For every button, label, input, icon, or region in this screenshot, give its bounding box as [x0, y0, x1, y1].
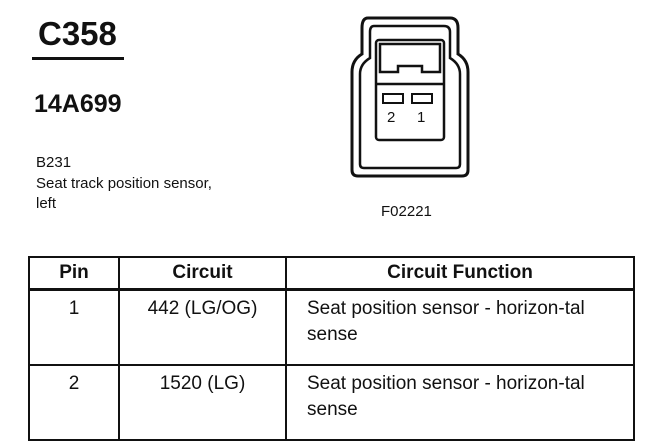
component-code: B231 — [36, 154, 72, 171]
part-number: 14A699 — [34, 90, 122, 118]
table-row: 1 442 (LG/OG) Seat position sensor - hor… — [28, 288, 635, 366]
connector-id-underline — [32, 57, 124, 60]
connector-housing-inner — [358, 24, 462, 170]
function-cell: Seat position sensor - horizon-tal sense — [285, 364, 635, 441]
table-header-row: Pin Circuit Circuit Function — [28, 256, 635, 291]
component-description: Seat track position sensor, left — [36, 175, 212, 212]
pin-label-1: 1 — [417, 109, 425, 126]
pin-cavity-2 — [382, 93, 404, 104]
connector-id: C358 — [38, 15, 117, 52]
terminal-body — [374, 38, 446, 142]
connector-face-diagram: 2 1 — [350, 16, 470, 178]
circuit-cell: 1520 (LG) — [118, 364, 287, 441]
circuit-cell: 442 (LG/OG) — [118, 288, 287, 366]
locking-tab — [378, 42, 442, 74]
pin-label-2: 2 — [387, 109, 395, 126]
pin-table: Pin Circuit Circuit Function 1 442 (LG/O… — [28, 256, 635, 441]
table-row: 2 1520 (LG) Seat position sensor - horiz… — [28, 364, 635, 441]
pin-cavity-1 — [411, 93, 433, 104]
function-cell: Seat position sensor - horizon-tal sense — [285, 288, 635, 366]
column-header-pin: Pin — [28, 256, 120, 291]
column-header-function: Circuit Function — [285, 256, 635, 291]
connector-housing-outer — [350, 16, 470, 178]
figure-code: F02221 — [381, 203, 432, 220]
pin-cell: 2 — [28, 364, 120, 441]
pin-cell: 1 — [28, 288, 120, 366]
column-header-circuit: Circuit — [118, 256, 287, 291]
